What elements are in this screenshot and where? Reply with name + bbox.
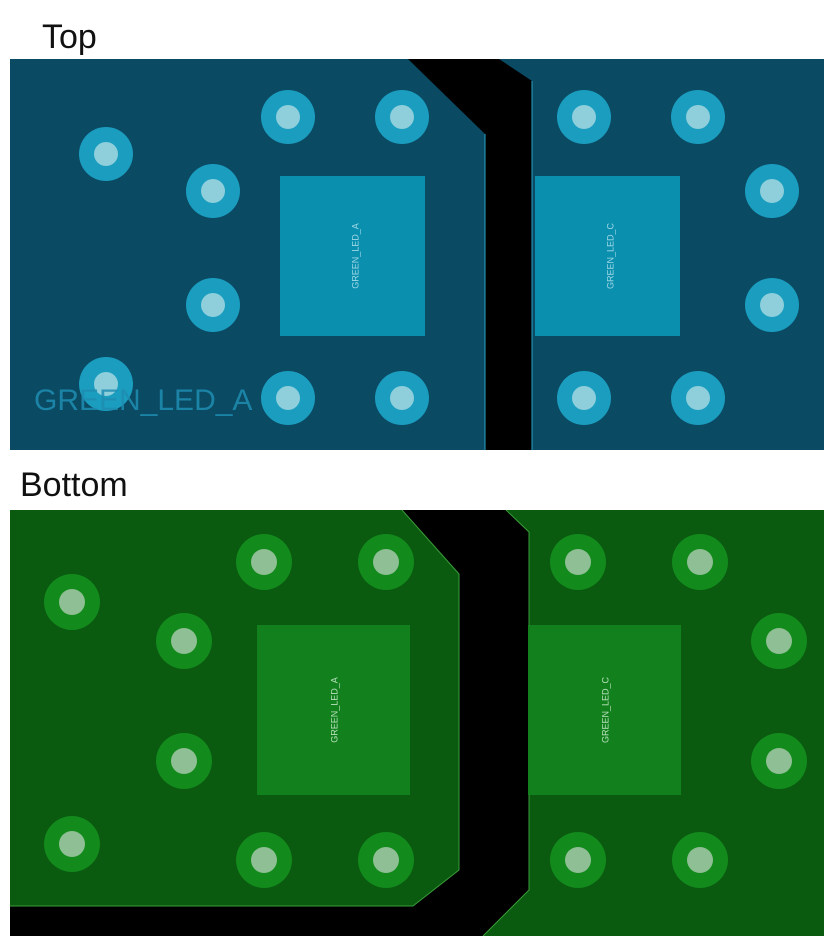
bottom-layer-board: GREEN_LED_A GREEN_LED_C [10,510,824,936]
via [44,574,100,630]
via [236,534,292,590]
via [186,164,240,218]
via [672,534,728,590]
via [375,90,429,144]
silkscreen-label: GREEN_LED_A [34,384,252,417]
via [375,371,429,425]
isolation-gap [408,59,532,450]
top-layer-title: Top [42,18,97,56]
via [550,534,606,590]
via [745,164,799,218]
via [751,733,807,789]
via [79,127,133,181]
via [156,733,212,789]
copper-edge [10,510,460,907]
via [751,613,807,669]
via [156,613,212,669]
led-pad-c [528,625,681,795]
bottom-layer-title: Bottom [20,466,128,504]
pad-label-a: GREEN_LED_A [350,223,360,289]
via [671,371,725,425]
via [358,832,414,888]
via [745,278,799,332]
via [557,90,611,144]
via [358,534,414,590]
via [44,816,100,872]
via [550,832,606,888]
isolation-gap [10,510,529,936]
pad-label-c: GREEN_LED_C [600,676,610,743]
via [672,832,728,888]
via [671,90,725,144]
via [236,832,292,888]
via [79,357,133,411]
via [186,278,240,332]
via [557,371,611,425]
pad-label-a: GREEN_LED_A [329,677,339,743]
led-pad-a [280,176,425,336]
top-layer-board: GREEN_LED_A GREEN_LED_C GREEN_LED_A [10,59,824,450]
pad-label-c: GREEN_LED_C [605,222,615,289]
via [261,90,315,144]
led-pad-c [535,176,680,336]
via [261,371,315,425]
led-pad-a [257,625,410,795]
